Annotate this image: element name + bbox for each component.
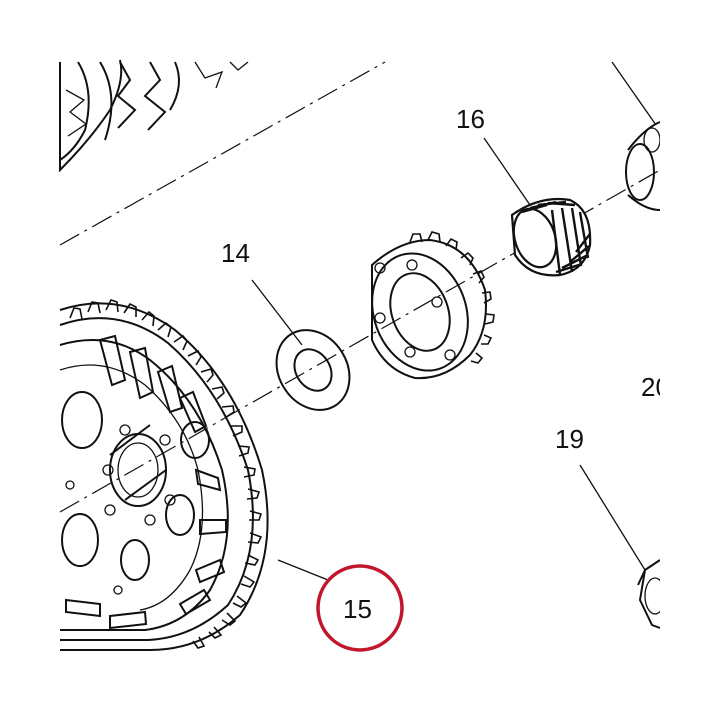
clutch-plates-partial bbox=[59, 59, 249, 173]
leader-lines bbox=[251, 61, 657, 581]
clutch-hub-sprocket bbox=[371, 231, 495, 380]
spacer-bushing-partial bbox=[625, 121, 661, 211]
callout-15: 15 bbox=[343, 594, 372, 624]
callout-16: 16 bbox=[456, 104, 485, 134]
clutch-basket-gear bbox=[59, 299, 269, 651]
callout-14: 14 bbox=[221, 238, 250, 268]
highlight-circle bbox=[316, 564, 404, 652]
needle-bearing bbox=[510, 197, 592, 277]
thrust-washer bbox=[275, 329, 351, 411]
callout-19: 19 bbox=[555, 424, 584, 454]
